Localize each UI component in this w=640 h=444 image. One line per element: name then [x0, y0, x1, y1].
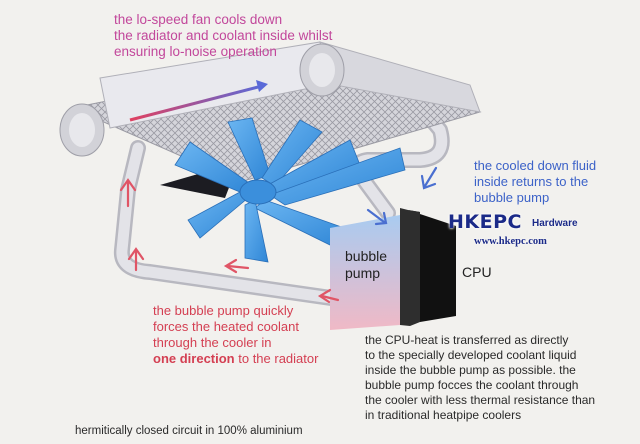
annotation-cpu-line: bubble pump focces the coolant through	[365, 378, 579, 392]
pump-label-line: bubble	[345, 248, 388, 264]
arrow-left-pipe	[223, 258, 250, 274]
arrow-out-pump	[317, 288, 340, 304]
annotation-cooled-line: inside returns to the	[474, 174, 589, 189]
watermark-logo: HKEPC	[448, 211, 522, 233]
pump-label-line: pump	[345, 265, 381, 281]
flow-arrow-radiator	[129, 84, 263, 122]
fan	[160, 117, 406, 263]
cpu-block	[400, 208, 456, 326]
annotation-fan: the lo-speed fan cools down the radiator…	[114, 12, 332, 60]
annotation-pump-line: forces the heated coolant	[153, 319, 299, 334]
annotation-fan-line: ensuring lo-noise operation	[114, 44, 277, 59]
annotation-pump-line-emphasis: one direction to the radiator	[153, 351, 318, 367]
watermark-hardware: Hardware	[532, 218, 578, 229]
direction-emphasis: one direction	[153, 351, 235, 366]
annotation-cpu-line: to the specially developed coolant liqui…	[365, 348, 577, 362]
watermark-url: www.hkepc.com	[474, 236, 547, 247]
fan-hub	[239, 179, 277, 205]
annotation-pump-force: the bubble pump quickly forces the heate…	[153, 303, 318, 367]
radiator-end-cap-left	[59, 103, 105, 157]
annotation-fan-line: the radiator and coolant inside whilst	[114, 28, 333, 43]
pump-label: bubble pump	[345, 248, 387, 282]
annotation-cpu-line: the CPU-heat is transferred as directly	[365, 333, 569, 347]
flow-arrows	[119, 166, 438, 304]
annotation-cooled-line: the cooled down fluid	[474, 158, 597, 173]
annotation-pump-line: the bubble pump quickly	[153, 303, 294, 318]
cpu-label: CPU	[462, 264, 492, 280]
fan-blade	[187, 191, 249, 239]
annotation-pump-line: through the cooler in	[153, 335, 272, 350]
annotation-cpu-heat: the CPU-heat is transferred as directly …	[365, 333, 595, 423]
arrow-down-return	[420, 166, 438, 190]
radiator-end-cap-right	[299, 43, 345, 97]
annotation-cooled-line: bubble pump	[474, 190, 550, 205]
arrow-up-left	[119, 178, 137, 208]
annotation-cooled-fluid: the cooled down fluid inside returns to …	[474, 158, 596, 206]
fan-blade	[244, 199, 269, 263]
fan-blade	[269, 147, 406, 206]
footer-caption: hermitically closed circuit in 100% alum…	[75, 425, 303, 437]
annotation-cpu-line: inside the bubble pump as possible. the	[365, 363, 576, 377]
arrow-into-pump	[366, 208, 388, 226]
annotation-fan-line: the lo-speed fan cools down	[114, 12, 283, 27]
annotation-cpu-line: the cooler with less thermal resistance …	[365, 393, 596, 407]
annotation-cpu-line: in traditional heatpipe coolers	[365, 408, 522, 422]
direction-tail: to the radiator	[234, 351, 319, 366]
arrow-up-pipe	[127, 247, 145, 272]
radiator	[59, 41, 482, 183]
